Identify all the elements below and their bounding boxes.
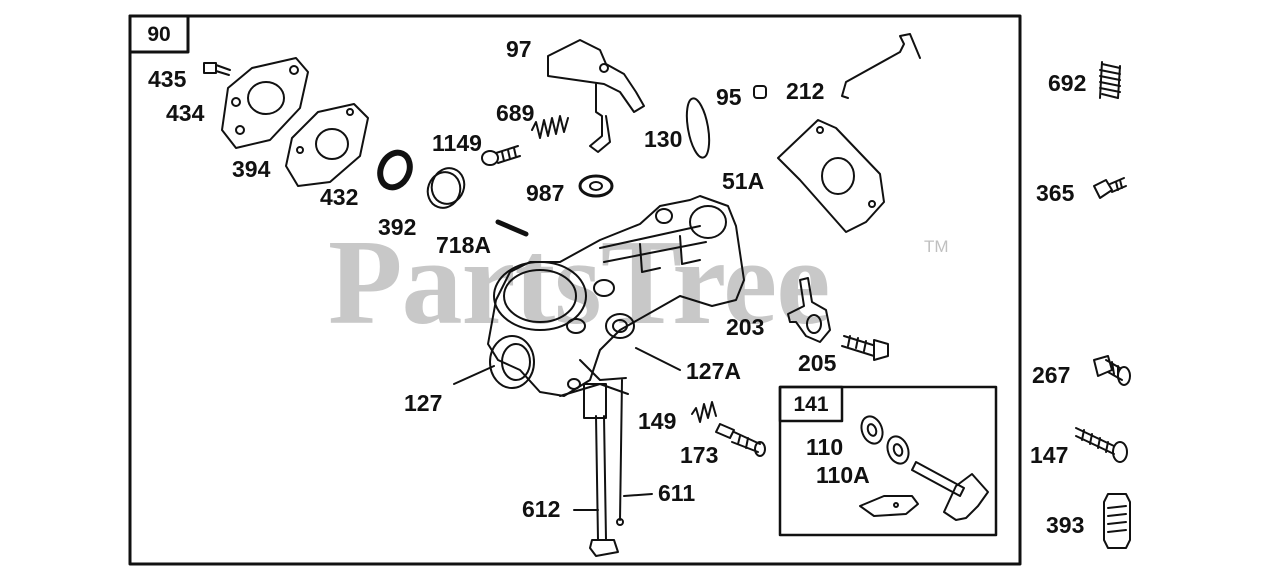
part-label-267[interactable]: 267 <box>1032 362 1071 388</box>
part-label-612[interactable]: 612 <box>522 496 561 522</box>
part-label-432[interactable]: 432 <box>320 184 359 210</box>
screw-147-icon <box>1075 427 1128 463</box>
shaft-612-foot-icon <box>589 539 619 557</box>
watermark: PartsTree <box>328 215 830 350</box>
part-label-203[interactable]: 203 <box>726 314 765 340</box>
sub-frame <box>778 385 998 537</box>
part-label-149[interactable]: 149 <box>638 408 677 434</box>
spring-149-icon <box>691 401 717 423</box>
leader-611 <box>623 493 653 497</box>
trademark-mark: TM <box>924 237 949 256</box>
carburetor-body-icon <box>487 195 745 419</box>
screw-435-icon <box>203 62 231 76</box>
part-label-51A[interactable]: 51A <box>722 168 765 194</box>
washer-110A-icon <box>886 435 910 465</box>
part-label-173[interactable]: 173 <box>680 442 719 468</box>
part-label-394[interactable]: 394 <box>232 156 271 182</box>
part-label-435[interactable]: 435 <box>148 66 187 92</box>
washer-110-icon <box>860 415 884 445</box>
gasket-434-icon <box>221 57 309 149</box>
part-label-110A[interactable]: 110A <box>816 462 870 488</box>
ring-392-icon <box>426 171 462 209</box>
leader-127 <box>453 365 495 385</box>
sub-group-number: 141 <box>793 393 829 416</box>
sub-group-box <box>778 385 844 423</box>
part-label-392[interactable]: 392 <box>378 214 417 240</box>
rod-212-icon <box>841 33 921 99</box>
part-label-130[interactable]: 130 <box>644 126 683 152</box>
part-label-987[interactable]: 987 <box>526 180 565 206</box>
bracket-203-icon <box>787 277 831 343</box>
washer-987-icon <box>578 174 614 198</box>
part-label-110[interactable]: 110 <box>806 434 844 460</box>
screw-365-icon <box>1093 177 1127 199</box>
part-label-718A[interactable]: 718A <box>436 232 491 258</box>
screw-205-icon <box>841 335 889 361</box>
part-label-611[interactable]: 611 <box>658 480 696 506</box>
spring-692-icon <box>1099 63 1121 99</box>
leader-127A <box>635 347 681 371</box>
needle-173-icon <box>715 423 766 457</box>
screw-267-icon <box>1093 355 1131 386</box>
gasket-394-icon <box>285 103 369 187</box>
o-ring-432-icon <box>377 149 413 191</box>
rod-612-icon <box>595 415 607 541</box>
part-label-97[interactable]: 97 <box>506 36 532 62</box>
pin-718A-icon <box>495 219 529 237</box>
throttle-plate-icon <box>859 495 919 517</box>
main-frame <box>128 14 1022 566</box>
gasket-51A-icon <box>777 119 885 233</box>
lever-97-icon <box>547 39 645 113</box>
throttle-shaft-icon <box>911 461 989 521</box>
part-label-365[interactable]: 365 <box>1036 180 1075 206</box>
rod-611-icon <box>619 379 623 521</box>
part-label-692[interactable]: 692 <box>1048 70 1087 96</box>
main-group-box <box>128 14 190 54</box>
plate-130-icon <box>685 97 711 159</box>
part-label-205[interactable]: 205 <box>798 350 837 376</box>
screw-95-icon <box>753 85 767 99</box>
part-label-434[interactable]: 434 <box>166 100 205 126</box>
part-label-127A[interactable]: 127A <box>686 358 741 384</box>
part-label-212[interactable]: 212 <box>786 78 825 104</box>
fitting-393-icon <box>1103 493 1131 549</box>
gasket-434-hole-icon <box>247 81 285 115</box>
part-label-689[interactable]: 689 <box>496 100 535 126</box>
part-label-147[interactable]: 147 <box>1030 442 1069 468</box>
part-label-1149[interactable]: 1149 <box>432 130 482 156</box>
part-label-127[interactable]: 127 <box>404 390 443 416</box>
part-label-393[interactable]: 393 <box>1046 512 1085 538</box>
spring-689-icon <box>531 115 569 139</box>
screw-1149-icon <box>481 145 521 166</box>
main-group-number: 90 <box>147 23 171 46</box>
part-label-95[interactable]: 95 <box>716 84 742 110</box>
